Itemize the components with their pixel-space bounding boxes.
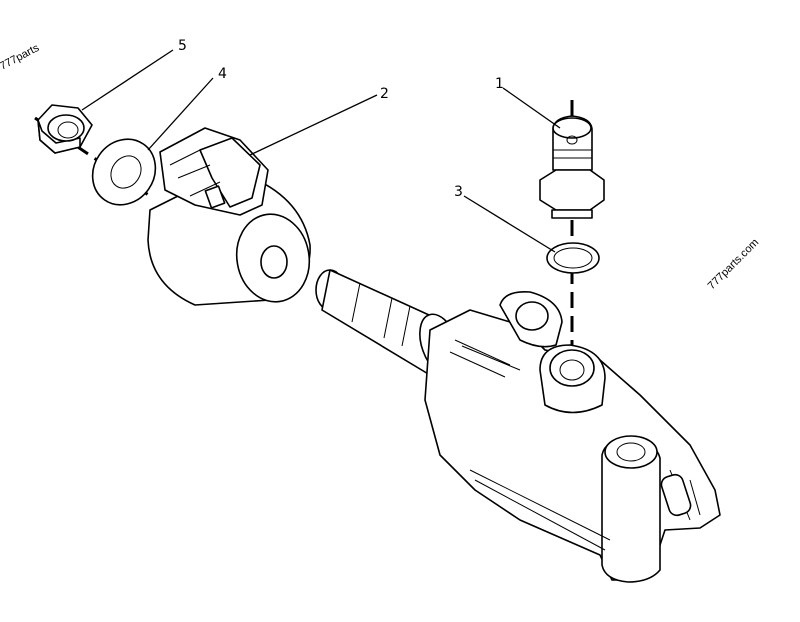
- leader-line-2: [249, 94, 378, 156]
- hex-nut-part: [37, 104, 93, 154]
- callout-4: 4: [218, 66, 227, 82]
- leader-line-3: [463, 195, 556, 253]
- o-ring-part: [546, 242, 600, 274]
- callout-3: 3: [454, 184, 463, 200]
- watermark-left: 777parts: [0, 42, 42, 73]
- fitting-plug-part: [539, 115, 605, 219]
- valve-housing-part: [424, 290, 721, 583]
- leader-line-5: [81, 49, 174, 111]
- washer-part: [91, 138, 157, 206]
- callout-1: 1: [495, 76, 504, 92]
- callout-2: 2: [380, 86, 389, 102]
- leader-line-4: [147, 77, 214, 151]
- callout-5: 5: [178, 38, 187, 54]
- leader-line-1: [502, 87, 561, 129]
- solenoid-coil-part: [147, 127, 311, 306]
- watermark-right: 777parts.com: [706, 237, 762, 293]
